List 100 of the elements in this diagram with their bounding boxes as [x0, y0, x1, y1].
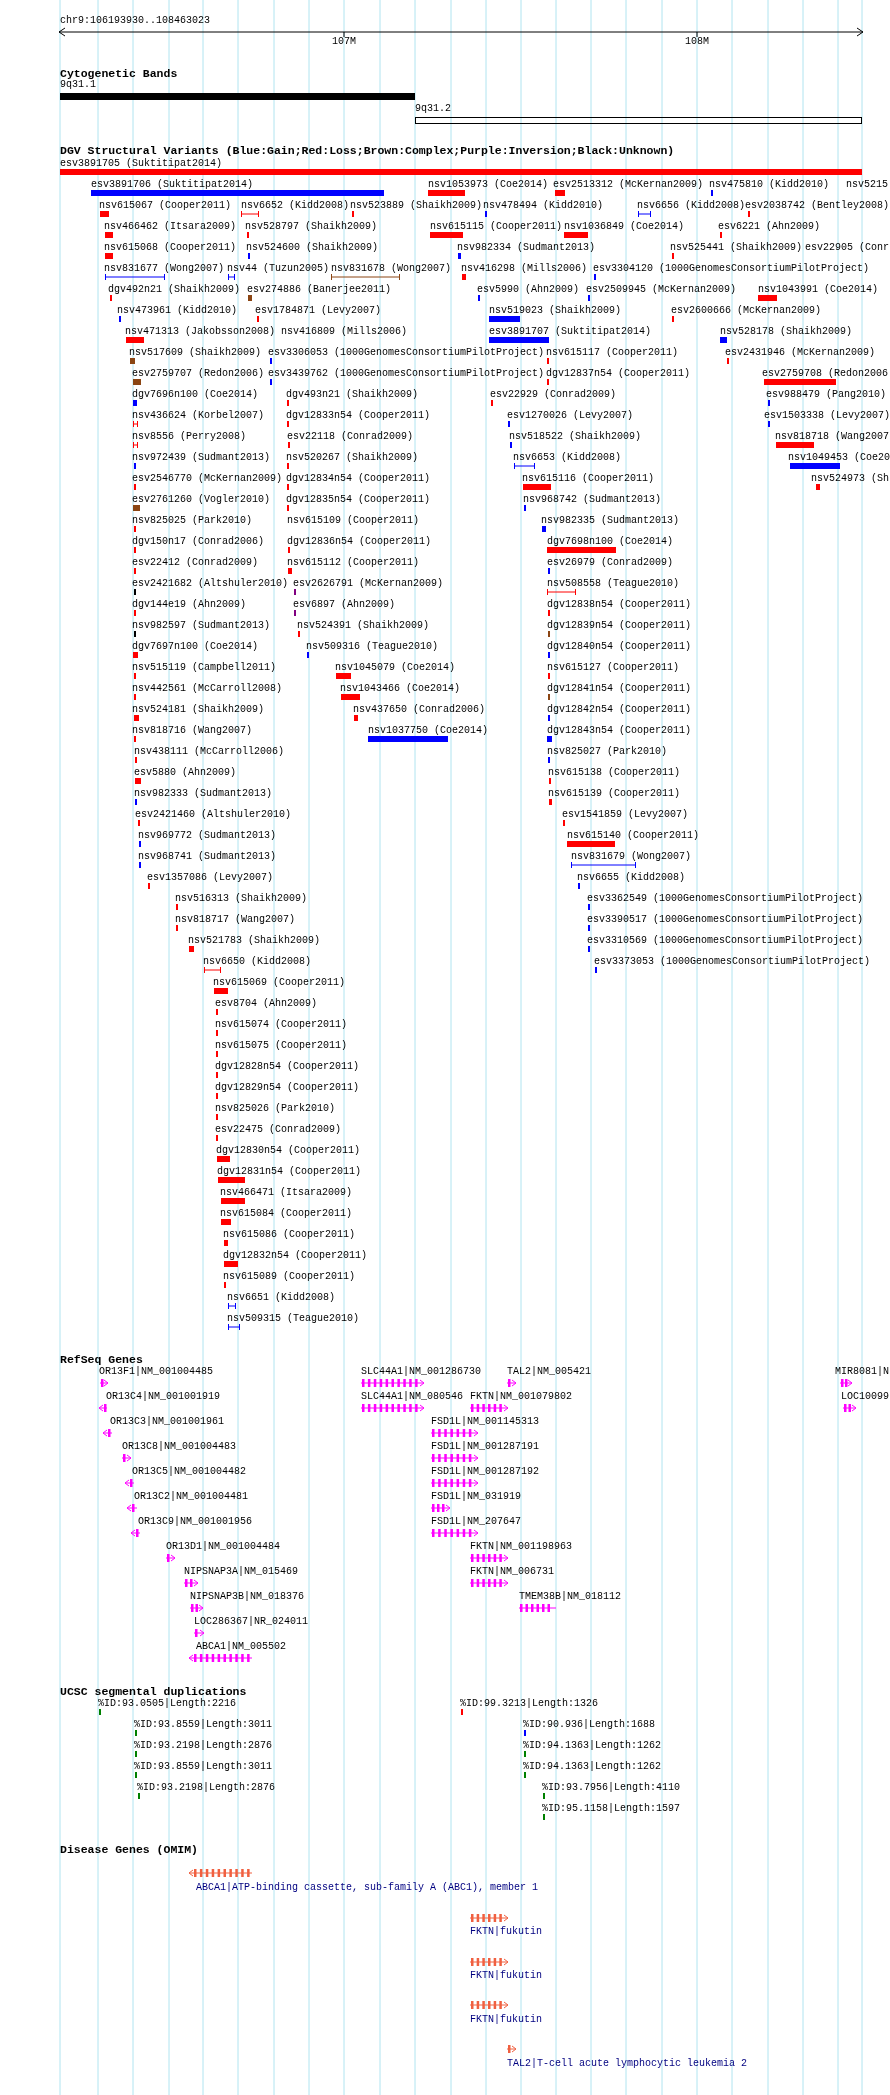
gene-label: TAL2|NM_005421	[507, 1366, 591, 1378]
variant-label: esv2600666 (McKernan2009)	[671, 305, 822, 317]
variant-label: nsv466462 (Itsara2009)	[104, 221, 237, 233]
variant-label: nsv615127 (Cooper2011)	[547, 662, 680, 674]
variant-label: esv26979 (Conrad2009)	[547, 557, 674, 569]
gene-label: FSD1L|NM_207647	[431, 1516, 521, 1528]
disease-gene-label: ABCA1|ATP-binding cassette, sub-family A (ABC1), member 1	[196, 1882, 539, 1894]
variant-label: nsv1043466 (Coe2014)	[340, 683, 461, 695]
variant-label: nsv478494 (Kidd2010)	[483, 200, 604, 212]
duplication-label: %ID:94.1363|Length:1262	[523, 1740, 662, 1752]
variant-label: nsv5215	[846, 179, 888, 191]
variant-label: nsv615115 (Cooper2011)	[430, 221, 563, 233]
gene-label: FSD1L|NM_001145313	[431, 1416, 540, 1428]
variant-label: dgv144e19 (Ahn2009)	[132, 599, 247, 611]
variant-label: nsv437650 (Conrad2006)	[353, 704, 486, 716]
variant-label: dgv12832n54 (Cooper2011)	[223, 1250, 368, 1262]
variant-label: nsv825027 (Park2010)	[547, 746, 668, 758]
variant-label: dgv492n21 (Shaikh2009)	[108, 284, 241, 296]
variant-label: nsv524391 (Shaikh2009)	[297, 620, 430, 632]
variant-label: esv3891705 (Suktitipat2014)	[60, 158, 223, 170]
variant-label: nsv825025 (Park2010)	[132, 515, 253, 527]
variant-label: dgv12836n54 (Cooper2011)	[287, 536, 432, 548]
variant-label: nsv615084 (Cooper2011)	[220, 1208, 353, 1220]
gene-label: OR13F1|NM_001004485	[99, 1366, 214, 1378]
variant-label: dgv12828n54 (Cooper2011)	[215, 1061, 360, 1073]
variant-label: dgv12831n54 (Cooper2011)	[217, 1166, 362, 1178]
variant-label: dgv7697n100 (Coe2014)	[132, 641, 259, 653]
track-heading: UCSC segmental duplications	[60, 1685, 247, 1698]
variant-label: dgv12840n54 (Cooper2011)	[547, 641, 692, 653]
variant-label: dgv12843n54 (Cooper2011)	[547, 725, 692, 737]
duplication-label: %ID:93.8559|Length:3011	[134, 1719, 273, 1731]
variant-label: nsv972439 (Sudmant2013)	[132, 452, 271, 464]
variant-label: esv3891707 (Suktitipat2014)	[489, 326, 652, 338]
variant-label: esv3439762 (1000GenomesConsortiumPilotProject)	[268, 368, 545, 380]
variant-label: nsv982333 (Sudmant2013)	[134, 788, 273, 800]
variant-label: nsv416298 (Mills2006)	[461, 263, 588, 275]
variant-label: dgv7698n100 (Coe2014)	[547, 536, 674, 548]
variant-label: esv22475 (Conrad2009)	[215, 1124, 342, 1136]
duplication-label: %ID:94.1363|Length:1262	[523, 1761, 662, 1773]
variant-label: dgv12834n54 (Cooper2011)	[286, 473, 431, 485]
disease-gene-label: FKTN|fukutin	[470, 1970, 542, 1982]
variant-label: esv3891706 (Suktitipat2014)	[91, 179, 254, 191]
gene-label: OR13C3|NM_001001961	[110, 1416, 225, 1428]
gene-label: MIR8081|N	[835, 1366, 889, 1378]
variant-label: nsv44 (Tuzun2005)	[227, 263, 330, 275]
variant-label: esv1541859 (Levy2007)	[562, 809, 689, 821]
duplication-label: %ID:95.1158|Length:1597	[542, 1803, 681, 1815]
variant-label: nsv475810 (Kidd2010)	[709, 179, 830, 191]
variant-label: nsv615138 (Cooper2011)	[548, 767, 681, 779]
variant-label: esv3304120 (1000GenomesConsortiumPilotProject)	[593, 263, 870, 275]
duplication-label: %ID:93.2198|Length:2876	[137, 1782, 276, 1794]
variant-label: nsv1037750 (Coe2014)	[368, 725, 489, 737]
variant-label: esv5990 (Ahn2009)	[477, 284, 580, 296]
gene-label: FKTN|NM_006731	[470, 1566, 554, 1578]
gene-label: FSD1L|NM_001287192	[431, 1466, 540, 1478]
variant-label: esv5880 (Ahn2009)	[134, 767, 237, 779]
variant-label: esv1503338 (Levy2007)	[764, 410, 890, 422]
variant-label: esv3306053 (1000GenomesConsortiumPilotProject)	[268, 347, 545, 359]
variant-label: nsv524973 (Sh	[811, 473, 889, 485]
axis-tick-label: 107M	[332, 36, 356, 48]
variant-label: nsv615109 (Cooper2011)	[287, 515, 420, 527]
variant-label: esv3362549 (1000GenomesConsortiumPilotProject)	[587, 893, 864, 905]
variant-label: nsv1049453 (Coe20	[788, 452, 890, 464]
gene-label: FKTN|NM_001079802	[470, 1391, 573, 1403]
variant-label: nsv831679 (Wong2007)	[571, 851, 692, 863]
variant-label: nsv818718 (Wang2007	[775, 431, 890, 443]
variant-label: nsv518522 (Shaikh2009)	[509, 431, 642, 443]
variant-label: nsv509315 (Teague2010)	[227, 1313, 360, 1325]
track-heading: Cytogenetic Bands	[60, 67, 178, 80]
variant-label: nsv615140 (Cooper2011)	[567, 830, 700, 842]
variant-label: nsv831678 (Wong2007)	[331, 263, 452, 275]
variant-label: esv2038742 (Bentley2008)	[745, 200, 890, 212]
variant-label: dgv12835n54 (Cooper2011)	[286, 494, 431, 506]
variant-label: nsv508558 (Teague2010)	[547, 578, 680, 590]
variant-label: esv1357086 (Levy2007)	[147, 872, 274, 884]
disease-gene-label: FKTN|fukutin	[470, 2014, 542, 2026]
duplication-label: %ID:93.7956|Length:4110	[542, 1782, 681, 1794]
duplication-label: %ID:99.3213|Length:1326	[460, 1698, 599, 1710]
variant-label: esv2513312 (McKernan2009)	[553, 179, 704, 191]
gene-label: FSD1L|NM_031919	[431, 1491, 521, 1503]
variant-label: esv3373053 (1000GenomesConsortiumPilotProject)	[594, 956, 871, 968]
variant-label: nsv969772 (Sudmant2013)	[138, 830, 277, 842]
variant-label: nsv520267 (Shaikh2009)	[286, 452, 419, 464]
variant-label: esv274886 (Banerjee2011)	[247, 284, 392, 296]
variant-label: nsv524600 (Shaikh2009)	[246, 242, 379, 254]
track-heading: Disease Genes (OMIM)	[60, 1843, 199, 1856]
variant-label: nsv982334 (Sudmant2013)	[457, 242, 596, 254]
variant-label: nsv416809 (Mills2006)	[281, 326, 408, 338]
duplication-label: %ID:93.8559|Length:3011	[134, 1761, 273, 1773]
variant-label: nsv968742 (Sudmant2013)	[523, 494, 662, 506]
variant-label: nsv6655 (Kidd2008)	[577, 872, 686, 884]
variant-label: nsv615074 (Cooper2011)	[215, 1019, 348, 1031]
variant-label: dgv12829n54 (Cooper2011)	[215, 1082, 360, 1094]
variant-label: nsv8556 (Perry2008)	[132, 431, 247, 443]
variant-label: nsv615069 (Cooper2011)	[213, 977, 346, 989]
gene-label: TMEM38B|NM_018112	[519, 1591, 622, 1603]
variant-label: nsv615139 (Cooper2011)	[548, 788, 681, 800]
variant-label: esv3310569 (1000GenomesConsortiumPilotProject)	[587, 935, 864, 947]
gene-label: SLC44A1|NM_080546	[361, 1391, 464, 1403]
variant-label: dgv12838n54 (Cooper2011)	[547, 599, 692, 611]
